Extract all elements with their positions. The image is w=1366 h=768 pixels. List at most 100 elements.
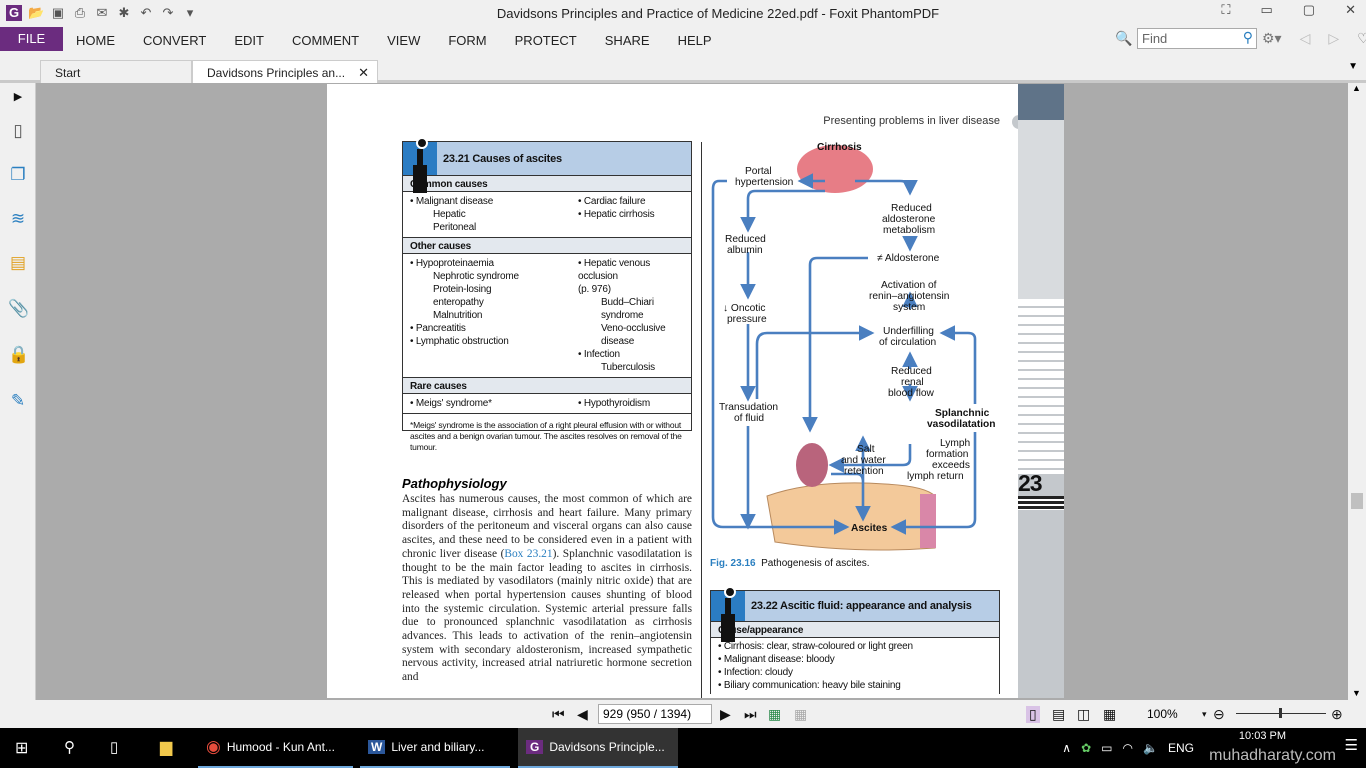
first-page-icon[interactable]: ⏮	[552, 706, 565, 722]
label: Salt	[857, 444, 875, 455]
find-folder-icon[interactable]: 🔍	[1115, 30, 1133, 46]
start-icon[interactable]: ⊞	[15, 740, 29, 757]
page-number-field[interactable]: 929 (950 / 1394)	[598, 704, 712, 724]
file-menu[interactable]: FILE	[0, 27, 63, 51]
fullscreen-icon[interactable]: ⛶	[1221, 2, 1231, 17]
search-icon[interactable]: ⚲	[1242, 29, 1253, 45]
continuous-facing-icon[interactable]: ▦	[1103, 706, 1117, 722]
restore-icon[interactable]: ▢	[1302, 2, 1316, 17]
previous-page-icon[interactable]: ◀	[577, 706, 588, 722]
security-icon[interactable]: 🔒	[8, 345, 30, 364]
label: Transudation	[719, 402, 778, 413]
tab-convert[interactable]: CONVERT	[143, 33, 207, 48]
task-view-icon[interactable]: ▯	[110, 739, 119, 756]
next-page-icon[interactable]: ▶	[720, 706, 731, 722]
customize-icon[interactable]: ▾	[186, 5, 194, 20]
notifications-icon[interactable]: ☰	[1344, 737, 1358, 754]
tab-comment[interactable]: COMMENT	[291, 33, 360, 48]
tab-edit[interactable]: EDIT	[234, 33, 264, 48]
label: of fluid	[734, 413, 764, 424]
signature-icon[interactable]: ✎	[10, 391, 26, 410]
clock[interactable]: 10:03 PM	[1239, 730, 1286, 743]
label-cirrhosis: Cirrhosis	[817, 142, 862, 153]
label-ascites: Ascites	[851, 523, 888, 534]
scroll-down-icon[interactable]: ▼	[1352, 688, 1361, 698]
zoom-slider-thumb[interactable]	[1279, 708, 1282, 718]
wifi-icon[interactable]: ◠	[1122, 741, 1133, 755]
zoom-level[interactable]: 100%	[1147, 707, 1178, 721]
last-page-icon[interactable]: ⏭	[744, 706, 757, 722]
watermark: muhadharaty.com	[1209, 747, 1336, 764]
vertical-scrollbar[interactable]: ▲ ▼	[1348, 83, 1366, 700]
zoom-dropdown-icon[interactable]: ▾	[1202, 709, 1207, 719]
box-link[interactable]: Box 23.21	[504, 547, 553, 560]
search-taskbar-icon[interactable]: ⚲	[64, 739, 75, 756]
tab-home[interactable]: HOME	[76, 33, 115, 48]
caption-text: Pathogenesis of ascites.	[761, 558, 870, 569]
page-number: 929 (950 / 1394)	[603, 707, 692, 721]
comments-icon[interactable]: ▤	[9, 253, 27, 272]
layers-icon[interactable]: ≋	[10, 209, 26, 228]
email-icon[interactable]: ✉	[96, 5, 108, 20]
list-item: • Hypoproteinaemia	[410, 258, 494, 269]
find-input[interactable]: Find⚲	[1137, 28, 1257, 49]
language-indicator[interactable]: ENG	[1167, 741, 1194, 755]
list-item: enteropathy	[433, 297, 484, 308]
list-item: • Lymphatic obstruction	[410, 336, 509, 347]
foxit-icon: G	[526, 740, 544, 754]
file-explorer-icon[interactable]: ▆	[160, 739, 173, 756]
zoom-out-icon[interactable]: ⊖	[1213, 706, 1225, 722]
tab-start[interactable]: Start	[40, 60, 192, 83]
pages-icon[interactable]: ❐	[10, 165, 26, 184]
label: metabolism	[883, 225, 935, 236]
taskbar-chrome[interactable]: ◉Humood - Kun Ant...	[198, 728, 353, 768]
new-icon[interactable]: ✱	[118, 5, 130, 20]
tab-document[interactable]: Davidsons Principles an...✕	[192, 60, 378, 83]
next-result-icon[interactable]: ▷	[1328, 30, 1340, 46]
save-icon[interactable]: ▣	[51, 5, 65, 20]
tab-label: Start	[55, 66, 81, 80]
settings-icon[interactable]: ⚙▾	[1262, 30, 1282, 46]
battery-icon[interactable]: ▭	[1101, 741, 1113, 755]
next-view-icon[interactable]: ▦	[794, 706, 808, 722]
facing-icon[interactable]: ◫	[1077, 706, 1091, 722]
undo-icon[interactable]: ↶	[140, 5, 152, 20]
single-page-icon[interactable]: ▯	[1026, 706, 1040, 723]
show-hidden-icon[interactable]: ∧	[1062, 741, 1072, 755]
expand-panel-icon[interactable]: ▶	[13, 91, 23, 103]
tab-view[interactable]: VIEW	[387, 33, 421, 48]
continuous-icon[interactable]: ▤	[1052, 706, 1066, 722]
prev-result-icon[interactable]: ◁	[1299, 30, 1311, 46]
previous-view-icon[interactable]: ▦	[768, 706, 782, 722]
column-divider	[701, 142, 702, 698]
tab-help[interactable]: HELP	[677, 33, 712, 48]
tab-list-icon[interactable]: ▼	[1348, 61, 1358, 72]
tab-protect[interactable]: PROTECT	[514, 33, 577, 48]
tab-share[interactable]: SHARE	[604, 33, 650, 48]
quick-access-toolbar: G 📂 ▣ ⎙ ✉ ✱ ↶ ↷ ▾	[6, 5, 198, 21]
collapse-ribbon-icon[interactable]: ♡	[1357, 30, 1366, 46]
close-tab-icon[interactable]: ✕	[358, 65, 369, 80]
page-thumbnail-icon[interactable]: ▯	[13, 121, 23, 140]
minimize-icon[interactable]: ▭	[1260, 2, 1273, 17]
label: lymph return	[907, 471, 964, 482]
zoom-in-icon[interactable]: ⊕	[1331, 706, 1343, 722]
section-heading: Pathophysiology	[402, 476, 507, 491]
redo-icon[interactable]: ↷	[162, 5, 174, 20]
foxit-logo-icon: G	[6, 5, 22, 21]
print-icon[interactable]: ⎙	[74, 5, 86, 20]
close-icon[interactable]: ✕	[1345, 2, 1356, 17]
paragraph-text: ). Splanchnic vasodilatation is thought …	[402, 547, 693, 684]
open-icon[interactable]: 📂	[28, 5, 45, 20]
tray-app-icon[interactable]: ✿	[1081, 741, 1092, 755]
volume-icon[interactable]: 🔈	[1143, 741, 1158, 755]
list-item: Malnutrition	[433, 310, 483, 321]
attachments-icon[interactable]: 📎	[8, 299, 30, 318]
scroll-thumb[interactable]	[1351, 493, 1363, 509]
scroll-up-icon[interactable]: ▲	[1352, 83, 1361, 93]
tab-form[interactable]: FORM	[448, 33, 487, 48]
label: aldosterone	[882, 214, 936, 225]
